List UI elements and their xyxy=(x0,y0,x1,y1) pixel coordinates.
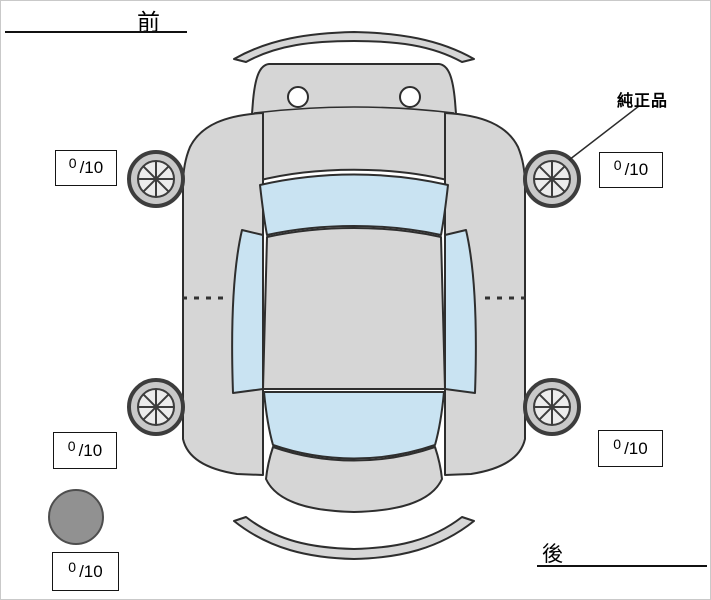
tread-numerator: 0 xyxy=(68,155,77,171)
tread-denominator: /10 xyxy=(79,158,104,177)
rear-label: 後 xyxy=(542,543,563,566)
tread-numerator: 0 xyxy=(613,435,622,452)
tread-denominator: /10 xyxy=(624,438,648,458)
spare-tire-circle xyxy=(48,489,104,545)
windshield xyxy=(259,173,449,236)
hood-right-circle xyxy=(399,86,421,108)
tread-numerator: 0 xyxy=(67,437,76,454)
rear-bumper xyxy=(233,516,475,560)
tread-box-rear-left: 0/10 xyxy=(53,432,117,469)
hood-left-circle xyxy=(287,86,309,108)
tread-denominator: /10 xyxy=(624,160,649,179)
genuine-part-pointer-line xyxy=(568,105,640,161)
tread-denominator: /10 xyxy=(79,561,103,581)
left-side-assembly xyxy=(129,113,263,475)
rear-underline xyxy=(537,565,707,567)
hood-seam xyxy=(253,106,455,114)
rear-window xyxy=(263,391,445,460)
roof xyxy=(262,227,446,390)
tread-numerator: 0 xyxy=(68,558,77,575)
tread-box-front-right: 0/10 xyxy=(599,152,663,188)
front-bumper xyxy=(233,31,475,63)
tread-box-spare: 0/10 xyxy=(52,552,119,591)
tread-denominator: /10 xyxy=(78,440,103,460)
tread-box-front-left: 0/10 xyxy=(55,150,117,186)
hood xyxy=(250,63,458,182)
trunk xyxy=(265,446,443,513)
right-side-assembly xyxy=(445,113,579,475)
tread-box-rear-right: 0/10 xyxy=(598,430,663,467)
tread-numerator: 0 xyxy=(613,157,622,173)
front-label: 前 xyxy=(137,9,160,35)
genuine-part-label: 純正品 xyxy=(617,93,669,110)
front-underline xyxy=(5,31,187,33)
